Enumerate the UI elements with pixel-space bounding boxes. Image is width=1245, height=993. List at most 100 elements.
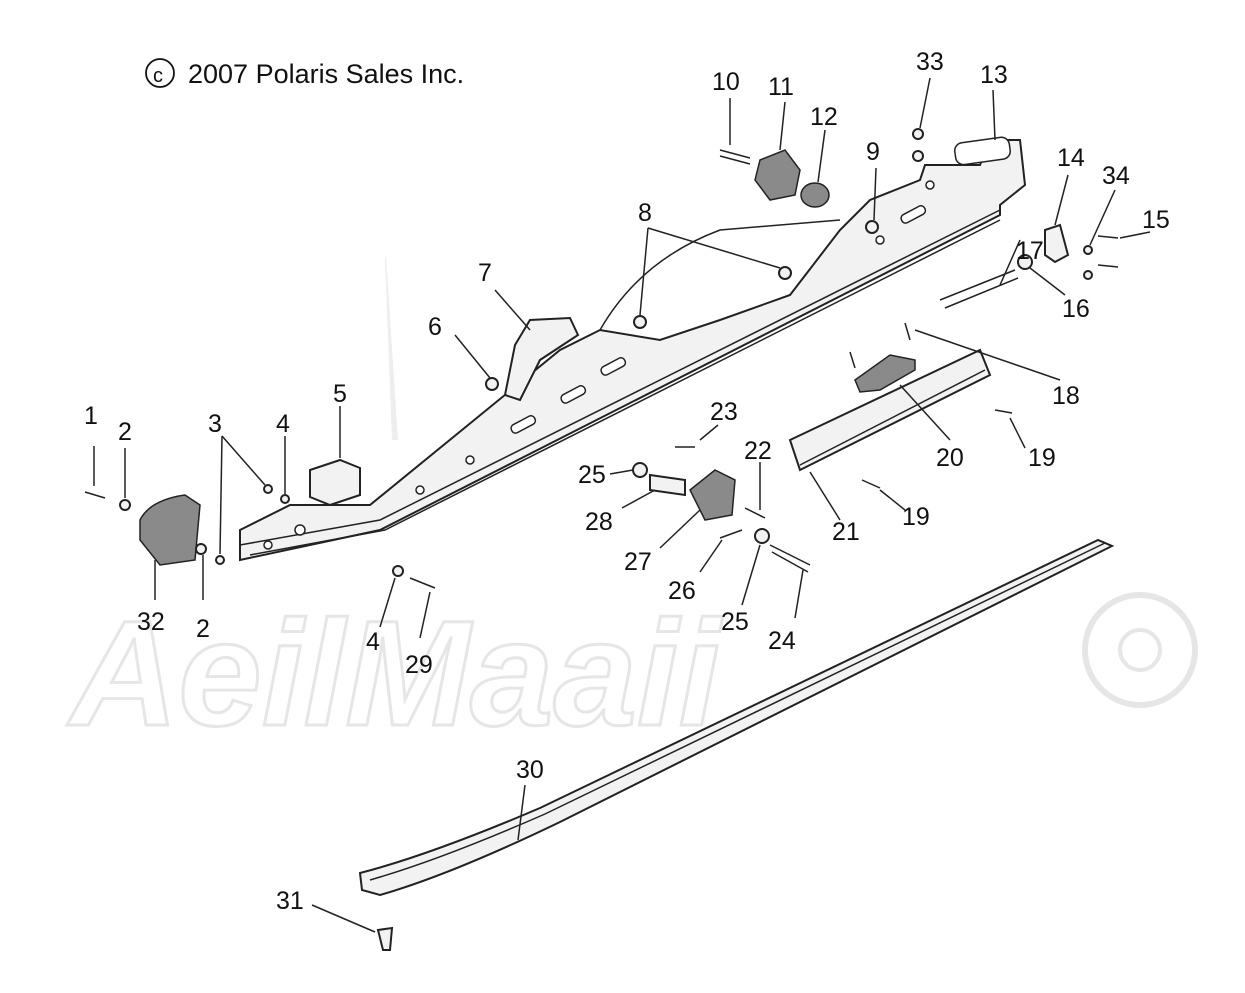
part-32-nose-cap (139, 494, 201, 566)
callout-2b: 2 (196, 615, 210, 643)
callout-33: 33 (916, 48, 944, 76)
callout-16: 16 (1062, 295, 1090, 323)
part-24-bolt (769, 544, 811, 573)
callout-20: 20 (936, 444, 964, 472)
leader-23 (699, 424, 719, 441)
callout-14: 14 (1057, 144, 1085, 172)
leader-3a (221, 435, 266, 486)
leader-34 (1089, 189, 1116, 246)
part-26-pin (719, 529, 743, 539)
watermark-spire (385, 255, 398, 440)
part-33-nut-a (912, 128, 924, 140)
callout-29: 29 (405, 651, 433, 679)
callout-6: 6 (428, 313, 442, 341)
rail-assembly (239, 136, 1027, 562)
callout-32: 32 (137, 608, 165, 636)
copyright-text: 2007 Polaris Sales Inc. (188, 59, 464, 89)
part-25-washer-b (754, 528, 770, 544)
leader-28 (621, 489, 656, 509)
part-27-cam (689, 469, 736, 521)
part-28-sleeve (649, 473, 686, 497)
callout-1: 1 (84, 402, 98, 430)
callout-19a: 19 (1028, 444, 1056, 472)
part-17-bolt (939, 269, 1019, 309)
leader-15 (1119, 231, 1151, 239)
leader-9 (873, 167, 877, 221)
callout-28: 28 (585, 508, 613, 536)
part-18-rivets (849, 322, 911, 369)
copyright-circle-icon (145, 58, 175, 88)
leader-8a (639, 227, 649, 316)
part-30-wear-strip (358, 538, 1115, 897)
leader-27 (659, 509, 701, 549)
rail-slot-2 (560, 385, 587, 404)
part-3-nut-b (215, 555, 225, 565)
part-21-slide-block (788, 348, 992, 472)
leader-20 (899, 384, 951, 441)
callout-18: 18 (1052, 382, 1080, 410)
part-20-clip (854, 354, 916, 393)
part-2-washer-a (119, 499, 131, 511)
part-30-groove (369, 542, 1106, 881)
part-14-bracket (1044, 223, 1070, 264)
part-5-block (309, 458, 361, 507)
leader-26 (699, 539, 723, 573)
leader-16 (1029, 267, 1066, 296)
callout-25b: 25 (721, 608, 749, 636)
part-8-nut-b (778, 266, 792, 280)
leader-29 (419, 591, 431, 639)
part-7-bracket (503, 316, 580, 402)
watermark-hub (1118, 628, 1162, 672)
part-34-washer-b (1083, 270, 1093, 280)
callout-13: 13 (980, 61, 1008, 89)
part-2-washer-b (195, 543, 207, 555)
callout-9: 9 (866, 138, 880, 166)
rail-hole-2 (415, 485, 425, 495)
rail-hole-1 (465, 455, 475, 465)
watermark-wheel (1082, 592, 1198, 708)
watermark: AeilMaaii (65, 255, 1198, 759)
callout-25a: 25 (578, 461, 606, 489)
part-16-nut (1017, 254, 1033, 270)
leader-7 (494, 289, 531, 331)
part-3-nut-a (263, 484, 273, 494)
leader-lines (93, 77, 1151, 933)
leader-4b (379, 577, 396, 628)
part-33-nut-b (912, 150, 924, 162)
leader-6 (454, 334, 491, 379)
callout-4b: 4 (366, 628, 380, 656)
leader-13 (992, 89, 996, 141)
leader-8b (647, 227, 781, 269)
leader-31 (311, 904, 376, 933)
callout-5: 5 (333, 380, 347, 408)
part-10-bolt (719, 149, 751, 165)
leader-19a (1009, 417, 1026, 449)
leader-24 (794, 569, 804, 619)
part-4-nut-a (280, 494, 290, 504)
callout-31: 31 (276, 887, 304, 915)
rail-bracket-curve (599, 219, 841, 331)
part-4-nut-b (392, 565, 404, 577)
callout-10: 10 (712, 68, 740, 96)
copyright-symbol: c (153, 65, 163, 87)
callout-22: 22 (744, 437, 772, 465)
callout-15: 15 (1142, 206, 1170, 234)
leader-30 (517, 784, 526, 841)
callout-7: 7 (478, 259, 492, 287)
callout-34: 34 (1102, 162, 1130, 190)
rail-hole-6 (925, 180, 935, 190)
rail-slot-1 (600, 357, 627, 376)
hardware (84, 128, 1119, 589)
leader-3b (219, 435, 223, 555)
part-34-washer-a (1083, 245, 1093, 255)
callout-4a: 4 (276, 410, 290, 438)
rail-edge-line (239, 209, 1001, 546)
callout-27: 27 (624, 548, 652, 576)
part-12-bushing (800, 182, 830, 208)
copyright-notice: c 2007 Polaris Sales Inc. (145, 58, 464, 89)
part-11-block (754, 149, 801, 201)
rail-handle-slot (954, 136, 1011, 166)
leader-11 (779, 101, 786, 151)
